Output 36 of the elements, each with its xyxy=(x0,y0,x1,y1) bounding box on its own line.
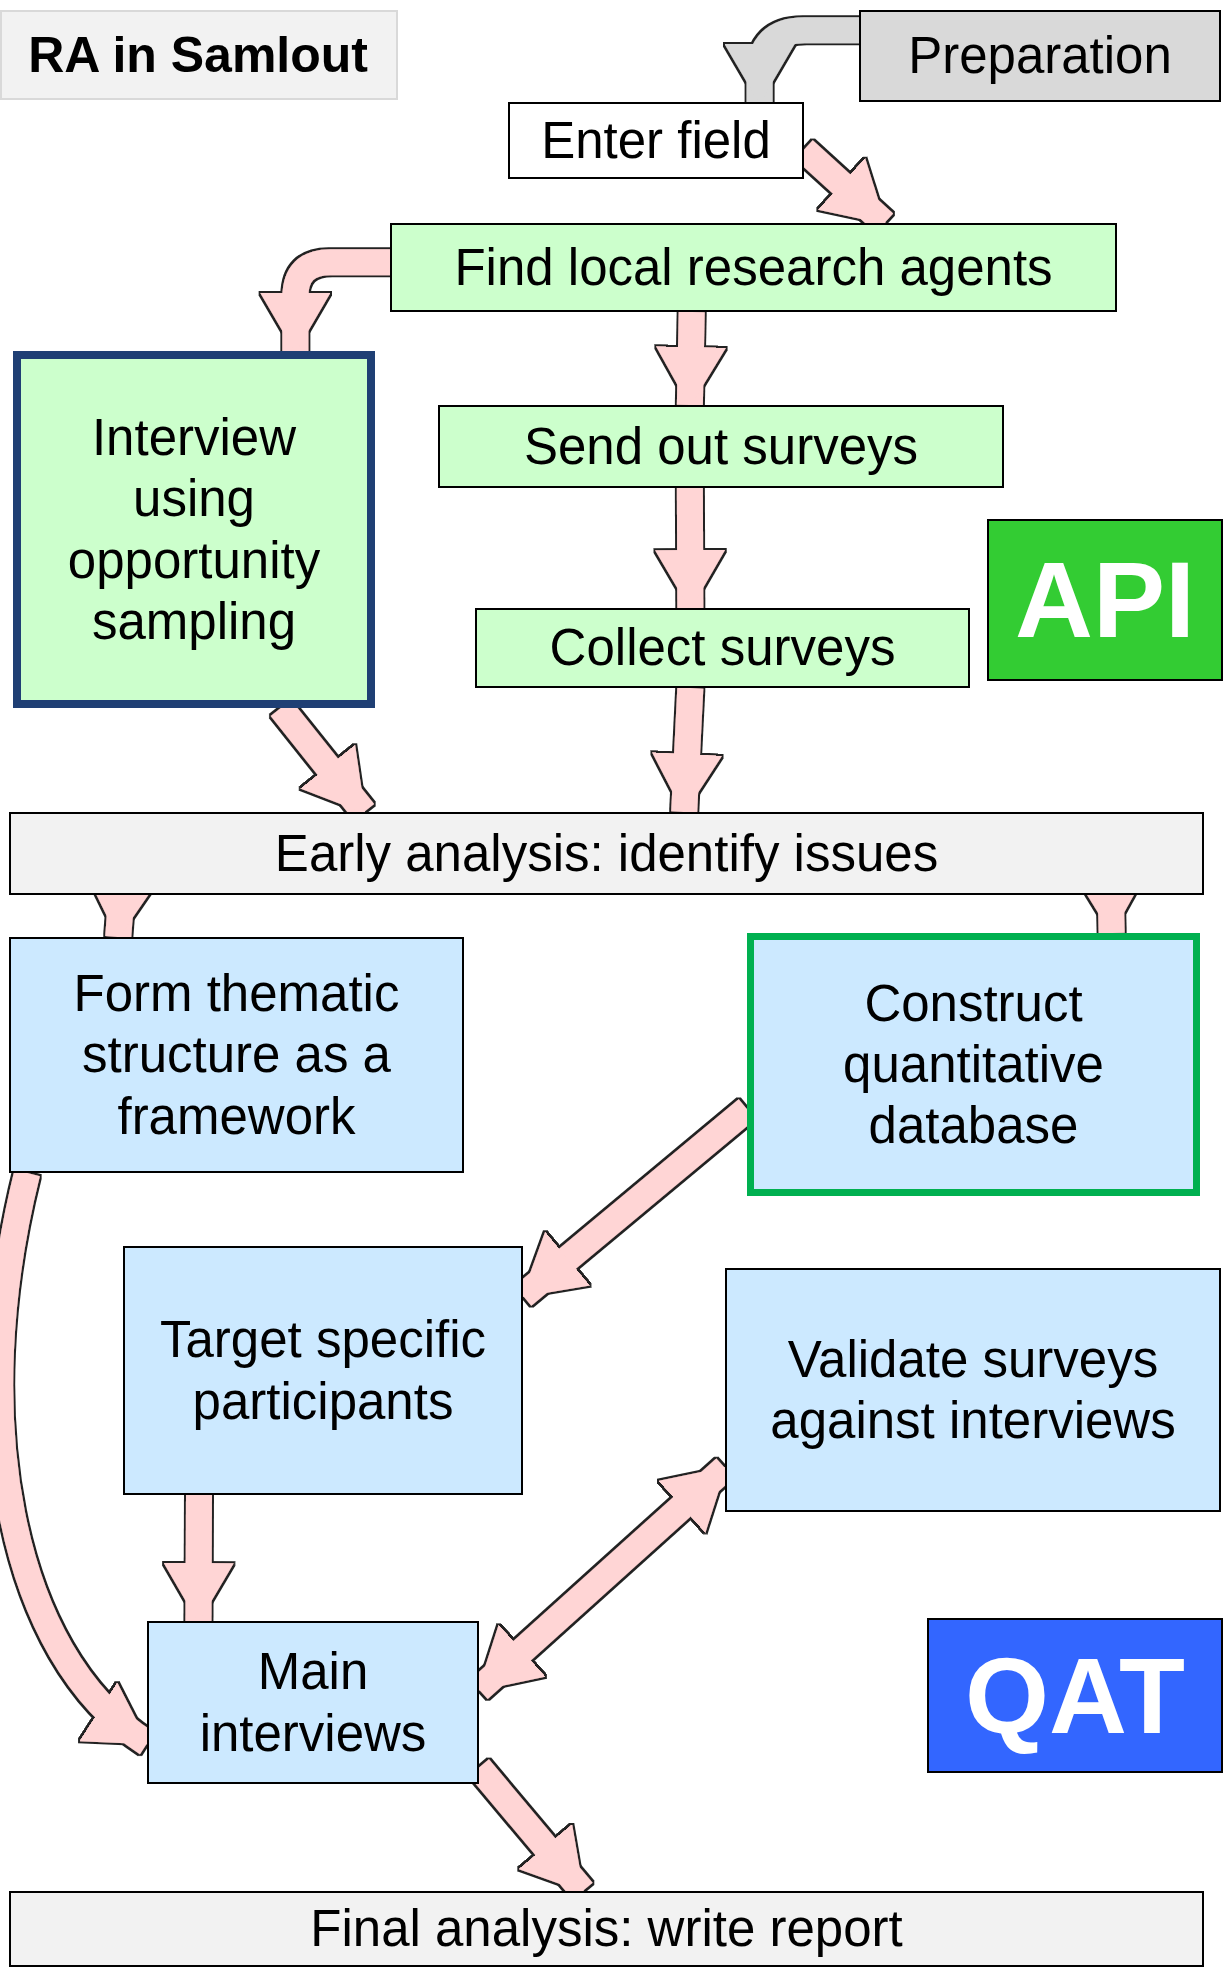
acronym-label: API xyxy=(1014,538,1195,663)
node-text: Send out surveys xyxy=(523,416,919,477)
process-box xyxy=(123,1246,523,1495)
node-text: Final analysis: write report xyxy=(310,1899,903,1960)
process-box xyxy=(147,1621,479,1784)
node-text: Construct quantitative database xyxy=(842,973,1105,1157)
node-text: Validate surveys against interviews xyxy=(769,1329,1177,1451)
process-box xyxy=(475,608,970,688)
process-box xyxy=(747,933,1200,1196)
process-box xyxy=(390,223,1117,312)
node-text: Target specific participants xyxy=(159,1310,487,1432)
node-text: Find local research agents xyxy=(454,237,1053,298)
process-box xyxy=(859,10,1221,102)
process-box xyxy=(9,937,464,1173)
node-text: Enter field xyxy=(541,110,771,171)
node-text: Form thematic structure as a framework xyxy=(72,964,401,1147)
label-box xyxy=(987,519,1223,681)
label-box xyxy=(927,1618,1223,1773)
process-box xyxy=(9,812,1204,895)
node-text: Preparation xyxy=(908,26,1172,87)
process-box xyxy=(9,1891,1204,1967)
process-box xyxy=(725,1268,1221,1512)
node-text: Early analysis: identify issues xyxy=(274,823,939,884)
block-arrow xyxy=(652,687,722,814)
block-arrow xyxy=(655,487,726,610)
node-text: Main interviews xyxy=(198,1642,428,1764)
node-text: Collect surveys xyxy=(549,618,896,679)
block-arrow xyxy=(724,17,859,104)
process-box xyxy=(438,405,1004,488)
block-arrow xyxy=(656,311,726,407)
process-box xyxy=(13,351,375,708)
node-text: Interview using opportunity sampling xyxy=(66,408,322,652)
diagram-title: RA in Samlout xyxy=(28,26,368,84)
block-arrow xyxy=(163,1494,234,1623)
process-box xyxy=(508,102,804,179)
acronym-label: QAT xyxy=(965,1633,1185,1758)
